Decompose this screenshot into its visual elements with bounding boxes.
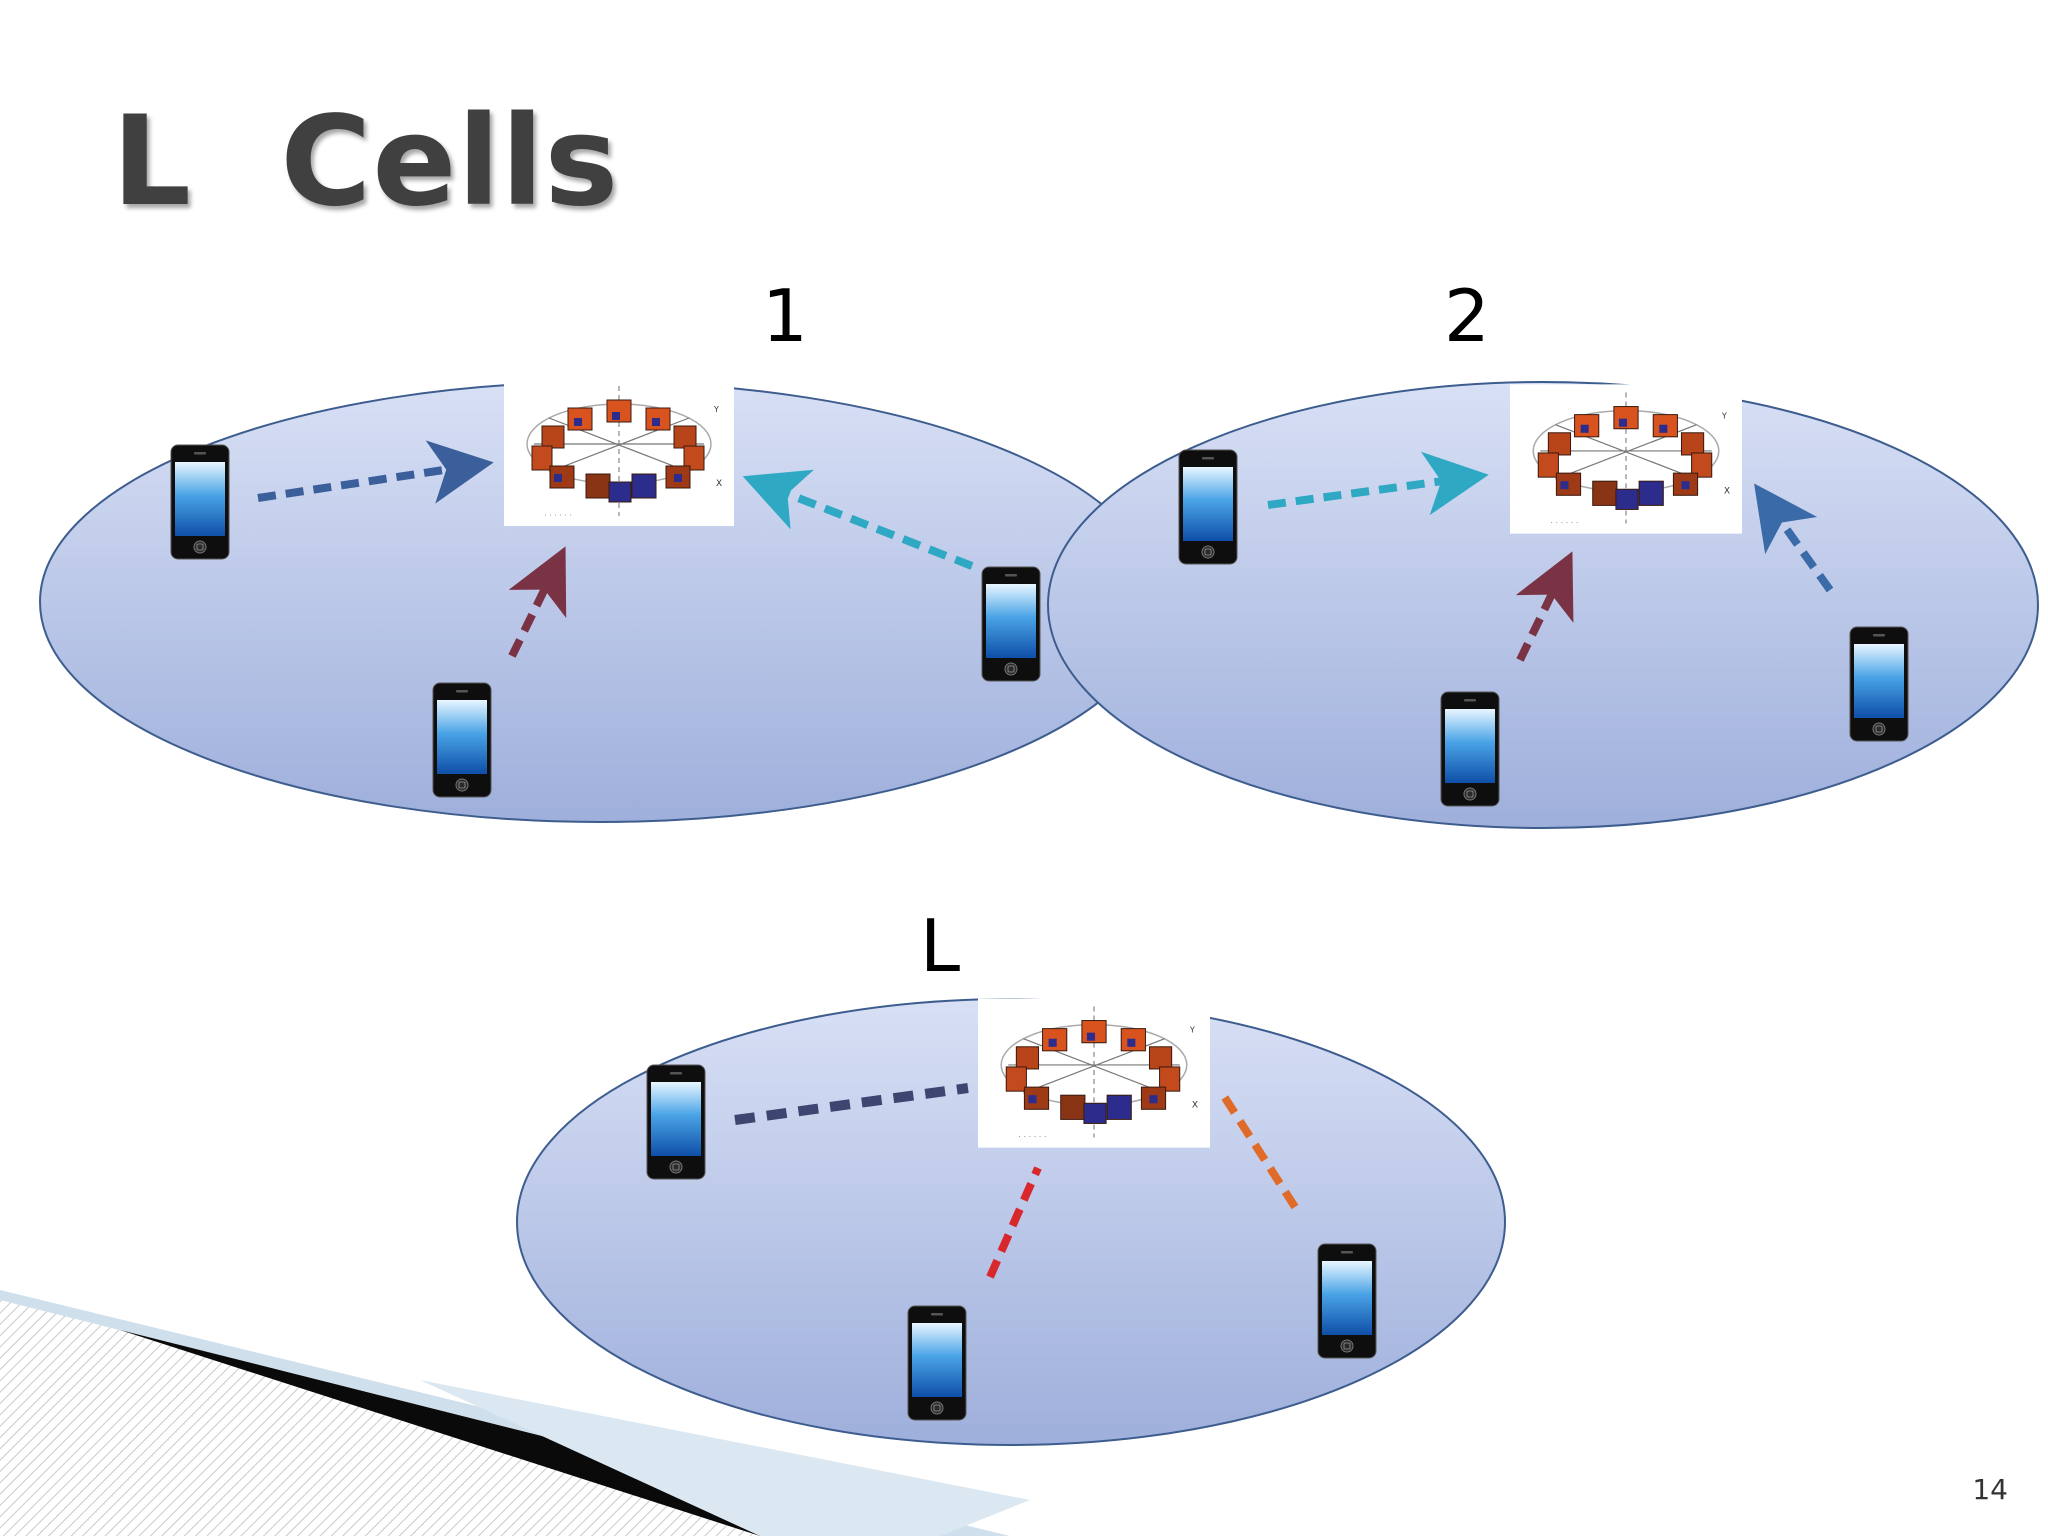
- slide-title: L Cells: [112, 90, 620, 234]
- cell-L-link-bottom: [986, 1166, 1042, 1279]
- cell-1-label: 1: [762, 274, 808, 358]
- cell-1-smartphone-icon-right: [981, 566, 1041, 682]
- cell-L-link-right: [1216, 1087, 1299, 1210]
- cell-L-antenna-array-icon: [978, 998, 1210, 1148]
- cell-2-uplink-arrow-left: [1267, 451, 1489, 516]
- page-number: 14: [1972, 1473, 2008, 1506]
- cell-2-antenna-array-icon: [1510, 384, 1742, 534]
- cell-L-smartphone-icon-right: [1317, 1243, 1377, 1359]
- cell-1-smartphone-icon-left: [170, 444, 230, 560]
- cell-2-uplink-arrow-bottom: [1515, 551, 1574, 662]
- cell-2-smartphone-icon-left: [1178, 449, 1238, 565]
- cell-1-antenna-array-icon: [503, 378, 735, 526]
- cell-L-smartphone-icon-bottom: [907, 1305, 967, 1421]
- cell-1-smartphone-icon-bottom: [432, 682, 492, 798]
- cell-1-uplink-arrow-right: [742, 469, 974, 570]
- cell-L-smartphone-icon-left: [646, 1064, 706, 1180]
- cell-L-link-left: [734, 1083, 969, 1125]
- cell-2-uplink-arrow-right: [1754, 483, 1834, 593]
- cell-2-smartphone-icon-right: [1849, 626, 1909, 742]
- decorative-corner-wedge: [0, 1290, 1030, 1536]
- cell-1-uplink-arrow-bottom: [508, 546, 567, 658]
- cell-2-label: 2: [1444, 274, 1490, 358]
- cell-1-uplink-arrow-left: [257, 440, 494, 504]
- cell-2-smartphone-icon-bottom: [1440, 691, 1500, 807]
- cell-L-label: L: [920, 904, 961, 988]
